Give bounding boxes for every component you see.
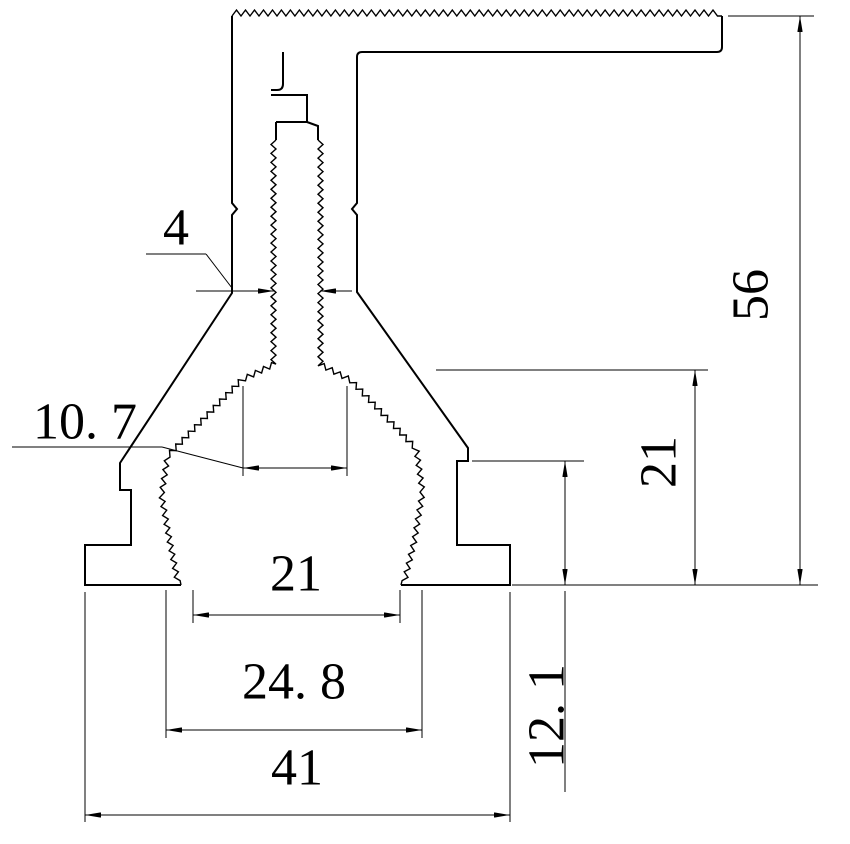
screw-port-right-wall [306, 121, 319, 140]
dim-foot-height-label: 12. 1 [519, 664, 576, 768]
dim-throat-leader-diagonal [161, 446, 244, 469]
dim-throat-width-label: 10. 7 [33, 394, 137, 451]
cavity-left-serrated-wall [158, 139, 278, 586]
dimensions: 4 10. 7 21 24. 8 41 12. 1 21 [12, 15, 818, 822]
dim-overall-width-label: 41 [271, 740, 323, 797]
dim-overall-height-label: 56 [723, 269, 780, 321]
dim-cavity-height-label: 21 [631, 436, 688, 488]
profile-outline [84, 8, 723, 586]
profile-outer-right [350, 16, 723, 586]
dim-inner-base-width-label: 24. 8 [242, 654, 346, 711]
screw-port-hook [271, 52, 284, 91]
dim-stem-width-label: 4 [163, 200, 189, 257]
screw-port-slot [271, 94, 308, 123]
dim-opening-width-label: 21 [270, 546, 322, 603]
dim-stem-leader-diagonal [205, 253, 233, 289]
profile-outer-left [84, 16, 239, 586]
flange-top-serration [231, 8, 722, 18]
cavity-right-serrated-wall [316, 139, 426, 586]
